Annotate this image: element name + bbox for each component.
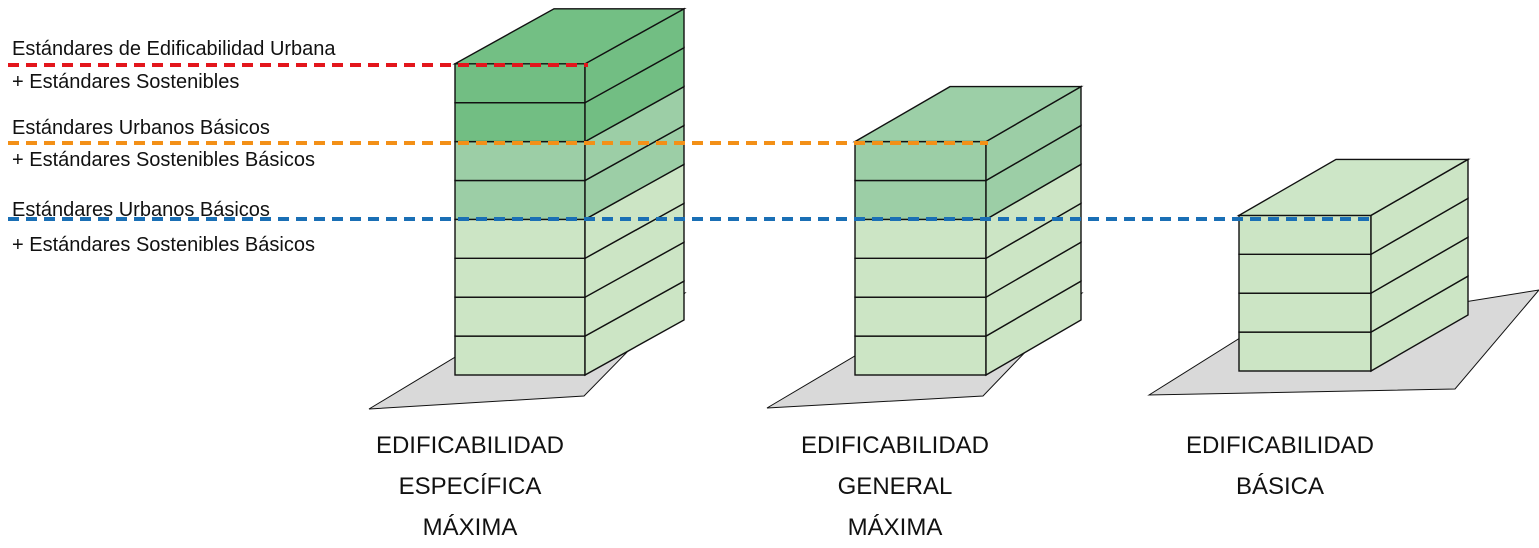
caption-building-1-line1: EDIFICABILIDAD [375,432,565,459]
floor-front-1-7 [454,101,586,143]
caption-building-1: EDIFICABILIDAD ESPECÍFICA MÁXIMA [345,425,595,548]
floor-front-2-5 [854,179,987,221]
floor-front-1-5 [454,179,586,221]
caption-building-2-line2: GENERAL [837,473,953,500]
caption-building-2-line3: MÁXIMA [847,514,943,541]
caption-building-1-line2: ESPECÍFICA [398,473,542,500]
caption-building-2: EDIFICABILIDAD GENERAL MÁXIMA [770,425,1020,548]
floor-front-3-1 [1238,331,1372,372]
roof-2 [852,85,1084,143]
roof-3 [1236,158,1471,217]
building-2 [852,85,1084,377]
floor-front-2-2 [854,296,987,337]
level-3-label-line1: Estándares Urbanos Básicos [12,199,270,221]
floor-front-1-8 [454,63,586,104]
building-3 [1236,158,1471,373]
floor-front-3-2 [1238,292,1372,333]
floor-front-1-6 [454,140,586,182]
floor-front-2-3 [854,257,987,298]
floor-front-3-4 [1238,214,1372,255]
floor-front-1-2 [454,296,586,337]
level-2-label-line2: + Estándares Sostenibles Básicos [12,149,315,171]
level-1-label-line2: + Estándares Sostenibles [12,71,240,93]
caption-building-3-line2: BÁSICA [1235,473,1325,500]
building-1 [452,7,687,377]
floor-front-1-3 [454,257,586,298]
caption-building-2-line1: EDIFICABILIDAD [800,432,990,459]
level-3-label-line2: + Estándares Sostenibles Básicos [12,234,315,256]
floor-front-2-6 [854,140,987,182]
caption-building-3: EDIFICABILIDAD BÁSICA [1155,425,1405,507]
level-2-label-line1: Estándares Urbanos Básicos [12,117,270,139]
floor-front-2-4 [854,218,987,259]
floor-front-1-4 [454,218,586,259]
floor-front-3-3 [1238,253,1372,294]
roof-1 [452,8,687,65]
level-1-label-line1: Estándares de Edificabilidad Urbana [12,38,336,60]
caption-building-1-line3: MÁXIMA [422,514,518,541]
floor-front-1-1 [454,335,586,376]
floor-front-2-1 [854,335,987,376]
caption-building-3-line1: EDIFICABILIDAD [1185,432,1375,459]
